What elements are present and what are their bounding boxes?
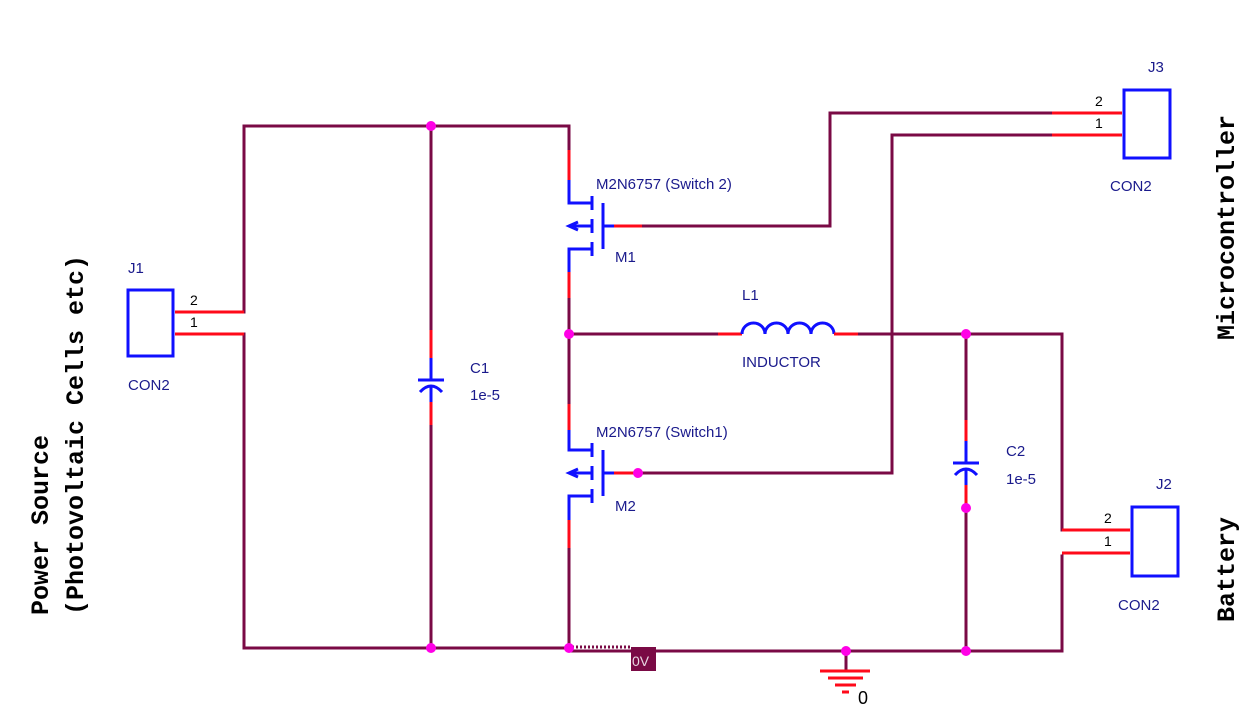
m1-arrow <box>565 220 579 232</box>
zero-volt-marker-text: 0V <box>632 653 650 669</box>
junction-c1-top <box>426 121 436 131</box>
connector-j3[interactable]: 2 1 J3 CON2 <box>1052 59 1172 195</box>
wire-l1-to-battery <box>856 332 1064 532</box>
capacitor-c2[interactable]: C2 1e-5 <box>953 420 1036 508</box>
m2-source-lead <box>567 494 592 520</box>
j2-pin2-number: 2 <box>1104 510 1112 526</box>
junction-c2-bottom <box>961 503 971 513</box>
wire-top-rail <box>242 124 571 314</box>
j3-pin1-number: 1 <box>1095 115 1103 131</box>
zero-volt-marker-bg <box>631 647 656 671</box>
l1-ref-label: L1 <box>742 287 759 304</box>
j2-body <box>1130 505 1180 578</box>
j3-ref-label: J3 <box>1148 59 1164 76</box>
j1-pin2-number: 2 <box>190 292 198 308</box>
m1-source-lead <box>567 247 592 272</box>
connector-j2[interactable]: 2 1 J2 CON2 <box>1062 476 1180 614</box>
j3-body <box>1122 88 1172 160</box>
inductor-l1[interactable]: L1 INDUCTOR <box>718 287 858 371</box>
j1-value-label: CON2 <box>128 377 170 394</box>
junction-c1-bottom <box>426 643 436 653</box>
battery-label: Battery <box>1213 517 1242 622</box>
junctions <box>426 121 971 656</box>
junction-c2-top <box>961 329 971 339</box>
capacitor-c1[interactable]: C1 1e-5 <box>418 330 500 425</box>
wires <box>242 111 1064 672</box>
c1-ref-label: C1 <box>470 360 489 377</box>
wire-m2-gate-to-j3 <box>636 133 1053 475</box>
power-source-label: Power Source <box>27 435 56 615</box>
l1-value-label: INDUCTOR <box>742 354 821 371</box>
c2-value-label: 1e-5 <box>1006 471 1036 488</box>
ground-symbol[interactable]: 0 <box>820 669 870 708</box>
wire-m1-gate-to-j3 <box>640 111 1053 228</box>
junction-m2-gate <box>633 468 643 478</box>
m2-value-label: M2N6757 (Switch1) <box>596 424 728 441</box>
c1-value-label: 1e-5 <box>470 387 500 404</box>
connector-j1[interactable]: 2 1 J1 CON2 <box>126 260 244 394</box>
m2-drain-lead <box>567 430 592 452</box>
mosfet-m1[interactable]: M2N6757 (Switch 2) M1 <box>565 150 732 298</box>
ground-label: 0 <box>858 688 868 708</box>
m2-ref-label: M2 <box>615 498 636 515</box>
c2-ref-label: C2 <box>1006 443 1025 460</box>
j1-body <box>126 288 175 358</box>
m1-ref-label: M1 <box>615 249 636 266</box>
j2-value-label: CON2 <box>1118 597 1160 614</box>
wire-bottom-rail-left <box>242 332 571 650</box>
junction-switch-node <box>564 329 574 339</box>
m1-value-label: M2N6757 (Switch 2) <box>596 176 732 193</box>
junction-c2-ground <box>961 646 971 656</box>
j2-pin1-number: 1 <box>1104 533 1112 549</box>
j2-ref-label: J2 <box>1156 476 1172 493</box>
mosfet-m2[interactable]: M2N6757 (Switch1) M2 <box>565 404 728 548</box>
m2-arrow <box>565 467 579 479</box>
m1-drain-lead <box>567 180 592 205</box>
j3-pin2-number: 2 <box>1095 93 1103 109</box>
power-source-subtitle: (Photovoltaic Cells etc) <box>62 255 91 615</box>
junction-m2-source <box>564 643 574 653</box>
wire-bottom-rail-right <box>567 554 1064 653</box>
junction-ground <box>841 646 851 656</box>
j1-pin1-number: 1 <box>190 314 198 330</box>
microcontroller-label: Microcontroller <box>1213 115 1242 340</box>
j1-ref-label: J1 <box>128 260 144 277</box>
zero-volt-marker[interactable]: 0V <box>631 647 656 671</box>
l1-coil <box>740 321 836 335</box>
j3-value-label: CON2 <box>1110 178 1152 195</box>
